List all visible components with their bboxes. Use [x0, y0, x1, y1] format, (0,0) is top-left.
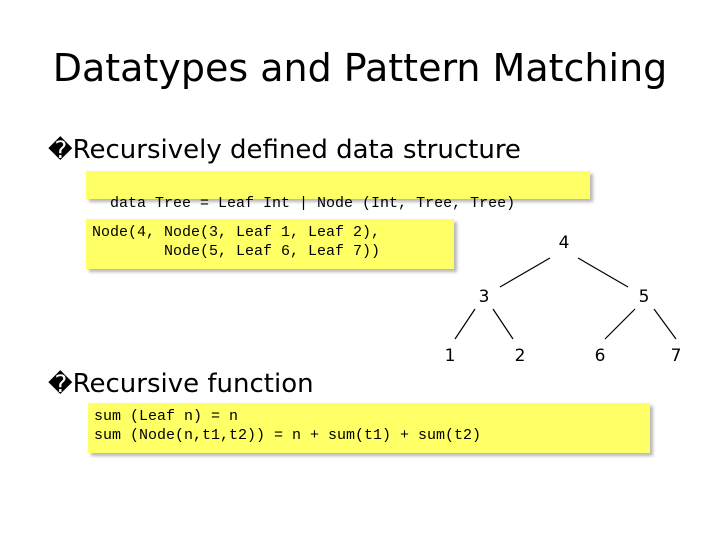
edge-5-7 [653, 308, 677, 340]
bullet-glyph: � [48, 370, 73, 398]
tree-leaf-7: 7 [671, 346, 682, 366]
bullet-glyph: � [48, 136, 73, 164]
edge-3-1 [454, 308, 476, 340]
bullet-data-structure: �Recursively defined data structure [48, 134, 521, 166]
tree-expression-code-box: Node(4, Node(3, Leaf 1, Leaf 2), Node(5,… [86, 219, 454, 269]
tree-node-root: 4 [559, 233, 570, 253]
edge-5-6 [604, 308, 636, 340]
tree-leaf-2: 2 [515, 346, 526, 366]
tree-leaf-1: 1 [445, 346, 456, 366]
tree-node-right: 5 [639, 287, 650, 307]
datatype-code-line: data Tree = Leaf Int | Node (Int, Tree, … [110, 195, 516, 212]
bullet-recursive-function-text: Recursive function [72, 369, 314, 399]
edge-3-2 [492, 308, 514, 340]
bullet-recursive-function: �Recursive function [48, 368, 314, 400]
tree-expression-line-1: Node(4, Node(3, Leaf 1, Leaf 2), [92, 224, 381, 241]
sum-function-line-1: sum (Leaf n) = n [94, 408, 239, 425]
tree-node-left: 3 [479, 287, 490, 307]
edge-4-5 [577, 257, 629, 288]
sum-function-line-2: sum (Node(n,t1,t2)) = n + sum(t1) + sum(… [94, 427, 482, 444]
datatype-code-box: data Tree = Leaf Int | Node (Int, Tree, … [86, 171, 590, 212]
bullet-data-structure-text: Recursively defined data structure [72, 135, 521, 165]
tree-leaf-6: 6 [595, 346, 606, 366]
slide-title: Datatypes and Pattern Matching [52, 46, 668, 90]
sum-function-code-box: sum (Leaf n) = n sum (Node(n,t1,t2)) = n … [88, 403, 650, 453]
tree-expression-line-2: Node(5, Leaf 6, Leaf 7)) [92, 243, 381, 260]
edge-4-3 [499, 257, 551, 288]
